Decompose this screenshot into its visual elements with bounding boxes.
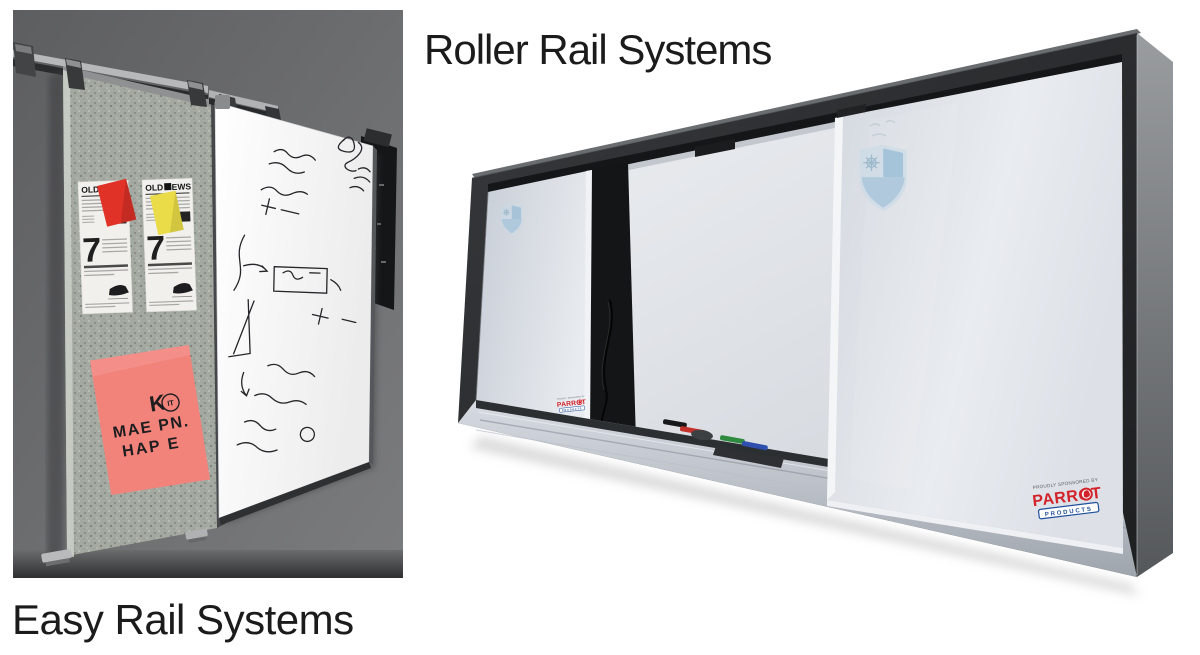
hanging-cable <box>600 299 613 439</box>
rail-hanger-hooks <box>65 58 207 107</box>
cabinet-shadow <box>470 436 1140 596</box>
round-eraser <box>691 429 713 441</box>
right-sliding-panel <box>827 62 1123 554</box>
poster-letter-k: K <box>148 390 168 417</box>
wall-mount-foot-left <box>41 549 72 567</box>
wall-mount-foot-right <box>185 528 208 543</box>
pinboard-shadow <box>47 70 65 560</box>
whiteboard <box>214 95 377 525</box>
roller-hanger-tab <box>695 139 735 157</box>
yellow-note <box>150 190 184 236</box>
red-note <box>97 178 137 227</box>
bottom-shadow-band <box>13 550 403 578</box>
long-eraser <box>713 446 784 468</box>
left-sliding-panel <box>476 170 592 437</box>
caption-roller-rail: Roller Rail Systems <box>424 26 772 73</box>
panel-gap <box>590 162 636 442</box>
whiteboard-math-scribbles <box>228 136 371 453</box>
caption-easy-rail: Easy Rail Systems <box>12 596 354 643</box>
poster-circled-word: IT <box>167 398 175 408</box>
cabinet-side-panel <box>1137 33 1173 577</box>
frame-bevel-lines <box>471 32 1138 575</box>
roller-rail-photo: PROUDLY SPONSORED BY PARROT PRODUCTS <box>458 29 1173 596</box>
make-it-happen-poster: K IT MAE PN. HAP E <box>89 345 211 495</box>
tray-markers <box>662 419 784 468</box>
easy-rail-photo: OLD NEWS 7 <box>13 10 403 578</box>
